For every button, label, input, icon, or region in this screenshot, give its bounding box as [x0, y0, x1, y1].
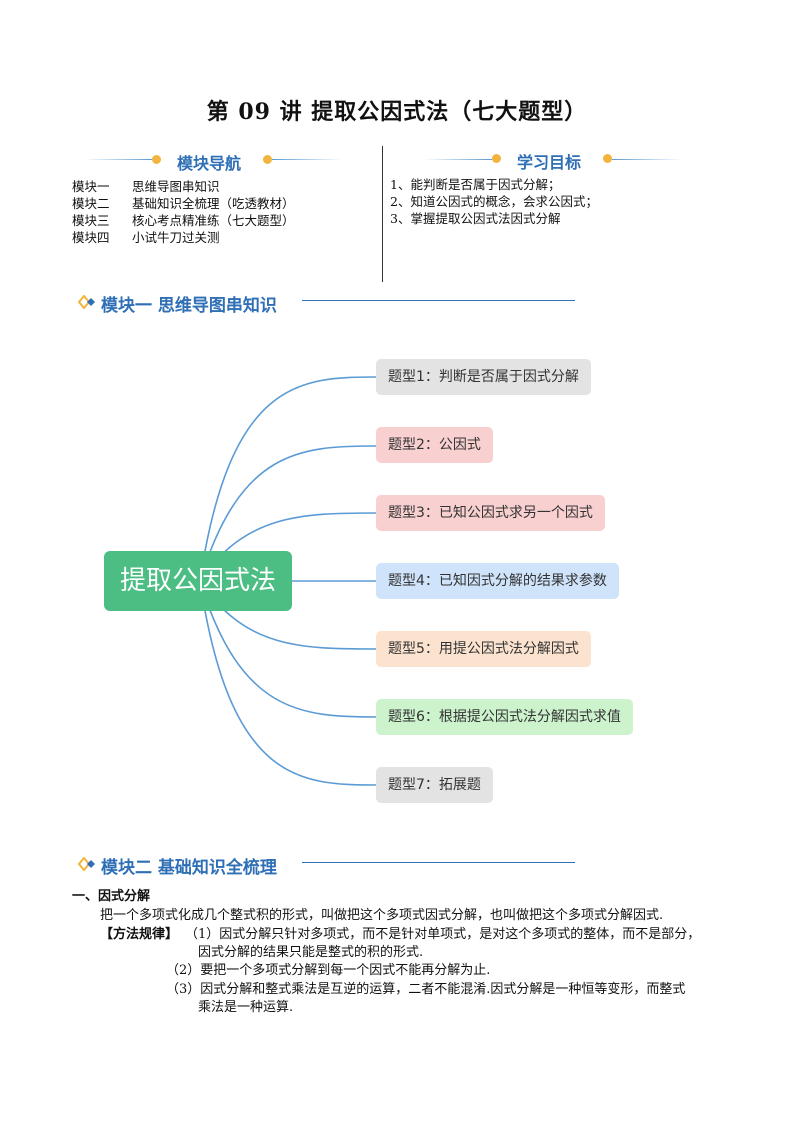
nav-heading-line-right: [272, 159, 342, 160]
mindmap-node-5: 题型5：用提公因式法分解因式: [376, 631, 591, 667]
page-title: 第 09 讲 提取公因式法（七大题型）: [206, 99, 588, 125]
module1-title: 模块一 思维导图串知识: [101, 296, 277, 316]
mindmap-node-1: 题型1：判断是否属于因式分解: [376, 359, 591, 395]
goal-item: 3、掌握提取公因式法因式分解: [390, 211, 561, 226]
nav-item-key: 模块一: [72, 179, 110, 194]
nav-item[interactable]: 模块一 思维导图串知识: [72, 178, 295, 195]
connector: [199, 445, 377, 582]
nav-item-key: 模块二: [72, 196, 110, 211]
connector: [199, 580, 377, 718]
nav-list: 模块一 思维导图串知识 模块二 基础知识全梳理（吃透教材） 模块三 核心考点精准练（七…: [72, 178, 295, 246]
diamond-bullet-icon: [78, 857, 95, 871]
goals-heading-line-left: [424, 159, 492, 160]
rule-line: （1）因式分解只针对多项式，而不是针对单项式，是对这个多项式的整体，而不是部分，: [185, 927, 701, 942]
definition-text: 把一个多项式化成几个整式积的形式，叫做把这个多项式因式分解，也叫做把这个多项式分…: [100, 908, 664, 923]
nav-heading: 模块导航: [177, 154, 242, 173]
mindmap-node-3: 题型3：已知公因式求另一个因式: [376, 495, 605, 531]
goals-heading-dot-left: [492, 154, 501, 163]
column-divider: [382, 146, 383, 282]
nav-item-key: 模块四: [72, 230, 110, 245]
connector: [199, 580, 377, 786]
module1-underline: [302, 300, 575, 301]
nav-item[interactable]: 模块二 基础知识全梳理（吃透教材）: [72, 195, 295, 212]
nav-item[interactable]: 模块四 小试牛刀过关测: [72, 229, 295, 246]
connector: [199, 376, 377, 582]
nav-heading-line-left: [84, 159, 152, 160]
nav-item-text: 核心考点精准练（七大题型）: [132, 213, 295, 228]
mindmap-node-7: 题型7：拓展题: [376, 767, 493, 803]
mindmap-node-2: 题型2：公因式: [376, 427, 493, 463]
nav-item-text: 基础知识全梳理（吃透教材）: [132, 196, 295, 211]
goal-item: 2、知道公因式的概念，会求公因式；: [390, 194, 598, 209]
goals-heading: 学习目标: [517, 153, 582, 172]
section-title: 一、因式分解: [72, 889, 151, 904]
goals-heading-dot-right: [603, 154, 612, 163]
goal-item: 1、能判断是否属于因式分解；: [390, 177, 561, 192]
diamond-bullet-icon: [78, 295, 95, 309]
rule-line: 因式分解的结果只能是整式的积的形式.: [198, 945, 424, 960]
rule-line: 乘法是一种运算.: [198, 1000, 294, 1015]
mindmap-root: 提取公因式法: [104, 551, 292, 611]
mindmap-node-4: 题型4：已知因式分解的结果求参数: [376, 563, 619, 599]
rule-line: （2）要把一个多项式分解到每一个因式不能再分解为止.: [166, 963, 491, 978]
rule-line: （3）因式分解和整式乘法是互逆的运算，二者不能混淆.因式分解是一种恒等变形，而整…: [166, 982, 686, 997]
module2-title: 模块二 基础知识全梳理: [101, 858, 277, 878]
nav-item-key: 模块三: [72, 213, 110, 228]
module2-underline: [302, 862, 575, 863]
nav-heading-dot-right: [263, 155, 272, 164]
method-label: 【方法规律】: [100, 927, 179, 942]
mindmap-node-6: 题型6：根据提公因式法分解因式求值: [376, 699, 633, 735]
goals-list: 1、能判断是否属于因式分解； 2、知道公因式的概念，会求公因式； 3、掌握提取公…: [390, 176, 598, 227]
nav-item-text: 思维导图串知识: [132, 179, 220, 194]
nav-item[interactable]: 模块三 核心考点精准练（七大题型）: [72, 212, 295, 229]
nav-heading-dot-left: [152, 155, 161, 164]
goals-heading-line-right: [612, 159, 682, 160]
nav-item-text: 小试牛刀过关测: [132, 230, 220, 245]
